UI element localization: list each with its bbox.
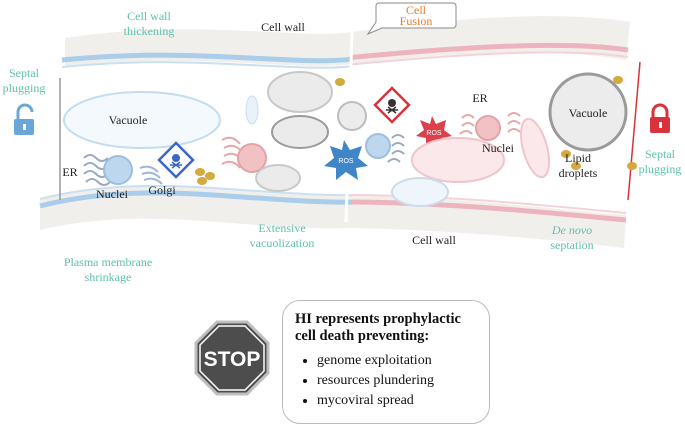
septum-right bbox=[627, 61, 641, 201]
summary-item: genome exploitation bbox=[317, 351, 477, 371]
label-er-right: ER bbox=[472, 91, 487, 105]
plasma-membrane-left bbox=[39, 52, 352, 209]
stop-sign-icon: STOP bbox=[194, 320, 270, 396]
summary-box: HI represents prophylactic cell death pr… bbox=[282, 300, 490, 424]
label-cell-wall-top: Cell wall bbox=[261, 20, 305, 34]
label-cell-fusion-1: Cell bbox=[406, 3, 427, 17]
cell-wall-bottom bbox=[40, 186, 626, 248]
er-mid-icon bbox=[387, 134, 405, 163]
lipid-droplet-edge bbox=[627, 162, 637, 170]
label-plasma-membrane-shrinkage-2: shrinkage bbox=[85, 270, 132, 284]
vacuole-grey-1 bbox=[267, 71, 333, 113]
vacuole-blue-small bbox=[391, 177, 449, 207]
label-septal-plugging-right-2: plugging bbox=[639, 162, 682, 176]
label-cell-wall-bottom: Cell wall bbox=[412, 233, 456, 247]
summary-list: genome exploitation resources plundering… bbox=[295, 351, 477, 411]
label-cell-fusion-2: Fusion bbox=[400, 14, 433, 28]
label-cell-wall-thickening-1: Cell wall bbox=[127, 9, 171, 23]
vacuole-left bbox=[63, 91, 221, 149]
er-right-icon bbox=[459, 112, 521, 135]
label-golgi: Golgi bbox=[148, 183, 176, 197]
label-de-novo-septation-1: De novo bbox=[551, 223, 592, 237]
ribosome-cluster-left bbox=[221, 136, 243, 169]
label-septal-plugging-left-1: Septal bbox=[9, 66, 40, 80]
toxin-warning-icon-left bbox=[157, 141, 195, 179]
label-cell-wall-thickening-2: thickening bbox=[124, 24, 175, 38]
vacuole-grey-3 bbox=[255, 164, 301, 192]
vacuole-pink bbox=[411, 137, 505, 183]
label-vacuole-left: Vacuole bbox=[109, 113, 148, 127]
label-extensive-vacuolization-1: Extensive bbox=[258, 221, 305, 235]
label-ros-left: ROS bbox=[338, 158, 354, 165]
label-septal-plugging-left-2: plugging bbox=[3, 81, 46, 95]
label-er-left: ER bbox=[62, 165, 77, 179]
vacuole-grey-2 bbox=[271, 115, 329, 149]
nucleus-fused bbox=[237, 143, 267, 173]
label-ros-right: ROS bbox=[426, 130, 442, 137]
cell-wall-top bbox=[65, 16, 630, 66]
summary-title: HI represents prophylactic cell death pr… bbox=[295, 311, 461, 344]
ros-burst-right-icon bbox=[416, 116, 452, 148]
lipid-droplets-left bbox=[195, 168, 215, 185]
toxin-warning-icon-right bbox=[373, 86, 411, 124]
label-nuclei-right: Nuclei bbox=[482, 141, 515, 155]
nucleus-right bbox=[475, 115, 501, 141]
label-extensive-vacuolization-2: vacuolization bbox=[250, 236, 315, 250]
nucleus-mid bbox=[365, 133, 391, 159]
nucleus-left bbox=[103, 155, 133, 185]
vesicle-grey-mid bbox=[337, 101, 367, 131]
label-plasma-membrane-shrinkage-1: Plasma membrane bbox=[64, 255, 152, 269]
lock-closed-icon bbox=[650, 103, 670, 133]
summary-item: resources plundering bbox=[317, 371, 477, 391]
label-septal-plugging-right-1: Septal bbox=[645, 147, 676, 161]
summary-item: mycoviral spread bbox=[317, 391, 477, 411]
ros-burst-left-icon bbox=[324, 140, 368, 180]
lipid-droplets-right bbox=[561, 76, 623, 170]
vesicle-pink bbox=[520, 117, 550, 179]
vesicle-left bbox=[245, 95, 259, 125]
vacuole-right bbox=[548, 72, 628, 152]
label-nuclei-left: Nuclei bbox=[96, 187, 129, 201]
stop-sign-text: STOP bbox=[204, 348, 261, 371]
label-de-novo-septation-2: septation bbox=[550, 238, 593, 252]
plasma-membrane-right bbox=[352, 42, 629, 223]
label-lipid-droplets-2: droplets bbox=[559, 166, 598, 180]
label-lipid-droplets-1: Lipid bbox=[565, 151, 591, 165]
lock-open-icon bbox=[14, 103, 34, 135]
lipid-droplet-mid bbox=[335, 78, 345, 86]
cell-fusion-callout bbox=[366, 2, 457, 36]
golgi-icon bbox=[139, 165, 163, 185]
label-vacuole-right: Vacuole bbox=[569, 106, 608, 120]
